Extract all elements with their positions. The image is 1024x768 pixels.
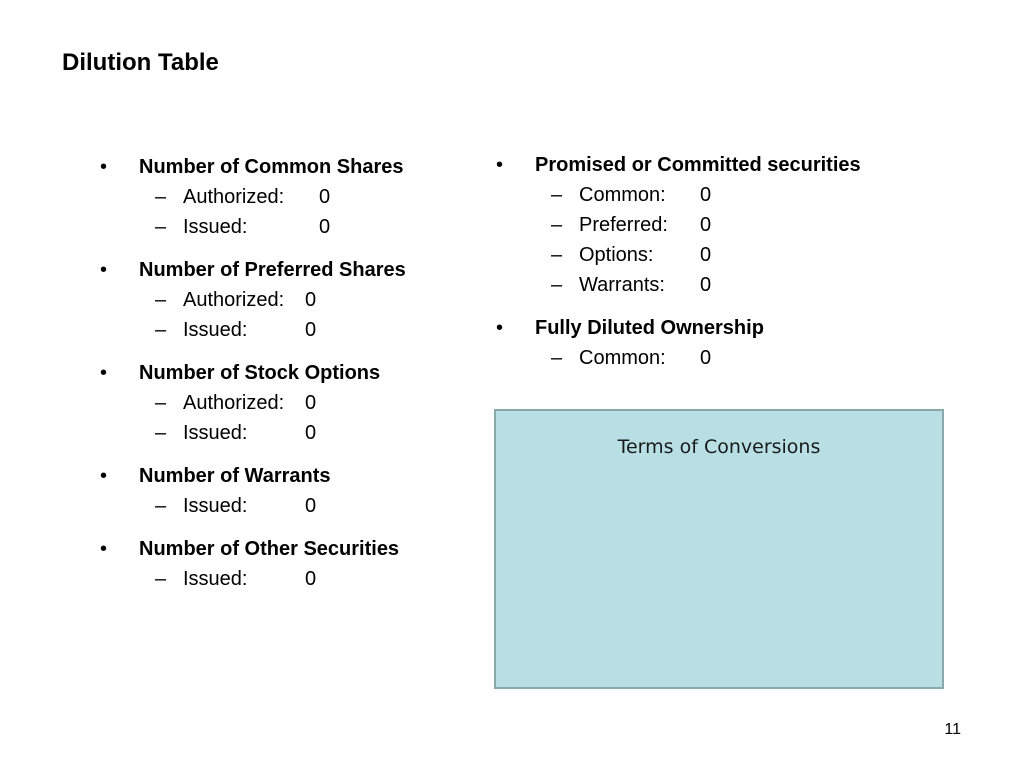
bullet-item: • Fully Diluted Ownership: [496, 313, 861, 343]
sub-item-value: 0: [700, 347, 712, 369]
sub-item-value: 0: [700, 214, 712, 236]
sub-item: – Common: 0: [496, 343, 861, 373]
sub-item-label: Issued:: [183, 495, 248, 517]
sub-item-value: 0: [700, 184, 712, 206]
sub-item: – Issued: 0: [100, 418, 406, 448]
other-securities-group: • Number of Other Securities – Issued: 0: [100, 534, 406, 594]
sub-item: – Authorized: 0: [100, 182, 406, 212]
fully-diluted-heading: Fully Diluted Ownership: [535, 317, 764, 339]
dash-icon: –: [551, 347, 563, 369]
sub-item: – Issued: 0: [100, 491, 406, 521]
sub-item: – Issued: 0: [100, 564, 406, 594]
sub-item: – Issued: 0: [100, 212, 406, 242]
dash-icon: –: [551, 274, 563, 296]
bullet-item: • Number of Common Shares: [100, 152, 406, 182]
sub-item-value: 0: [305, 289, 317, 311]
dash-icon: –: [155, 568, 167, 590]
common-shares-heading: Number of Common Shares: [139, 156, 404, 178]
bullet-icon: •: [100, 362, 108, 384]
dash-icon: –: [155, 319, 167, 341]
bullet-icon: •: [100, 259, 108, 281]
sub-item-label: Issued:: [183, 568, 248, 590]
sub-item: – Authorized: 0: [100, 285, 406, 315]
sub-item: – Issued: 0: [100, 315, 406, 345]
sub-item-value: 0: [305, 568, 317, 590]
bullet-item: • Promised or Committed securities: [496, 150, 861, 180]
dash-icon: –: [551, 244, 563, 266]
promised-securities-heading: Promised or Committed securities: [535, 154, 861, 176]
sub-item-value: 0: [319, 216, 331, 238]
sub-item-label: Common:: [579, 184, 666, 206]
other-securities-heading: Number of Other Securities: [139, 538, 400, 560]
fully-diluted-group: • Fully Diluted Ownership – Common: 0: [496, 313, 861, 373]
sub-item-label: Options:: [579, 244, 654, 266]
terms-of-conversions-label: Terms of Conversions: [617, 436, 821, 458]
dash-icon: –: [155, 289, 167, 311]
left-column: • Number of Common Shares – Authorized: …: [100, 152, 406, 607]
slide-title: Dilution Table: [62, 49, 219, 76]
bullet-icon: •: [100, 156, 108, 178]
dash-icon: –: [155, 495, 167, 517]
bullet-item: • Number of Other Securities: [100, 534, 406, 564]
sub-item: – Common: 0: [496, 180, 861, 210]
sub-item-label: Common:: [579, 347, 666, 369]
sub-item-value: 0: [305, 495, 317, 517]
preferred-shares-heading: Number of Preferred Shares: [139, 259, 406, 281]
dash-icon: –: [155, 186, 167, 208]
stock-options-group: • Number of Stock Options – Authorized: …: [100, 358, 406, 448]
warrants-group: • Number of Warrants – Issued: 0: [100, 461, 406, 521]
sub-item: – Authorized: 0: [100, 388, 406, 418]
dash-icon: –: [551, 214, 563, 236]
dash-icon: –: [551, 184, 563, 206]
page-number: 11: [944, 721, 961, 738]
right-column: • Promised or Committed securities – Com…: [496, 150, 861, 386]
sub-item-value: 0: [700, 244, 712, 266]
common-shares-group: • Number of Common Shares – Authorized: …: [100, 152, 406, 242]
bullet-icon: •: [100, 465, 108, 487]
sub-item-value: 0: [305, 392, 317, 414]
sub-item-label: Authorized:: [183, 186, 285, 208]
preferred-shares-group: • Number of Preferred Shares – Authorize…: [100, 255, 406, 345]
bullet-item: • Number of Preferred Shares: [100, 255, 406, 285]
stock-options-heading: Number of Stock Options: [139, 362, 381, 384]
sub-item-value: 0: [700, 274, 712, 296]
sub-item: – Warrants: 0: [496, 270, 861, 300]
terms-of-conversions-box: Terms of Conversions: [494, 409, 944, 689]
sub-item-label: Issued:: [183, 422, 248, 444]
bullet-item: • Number of Stock Options: [100, 358, 406, 388]
sub-item: – Options: 0: [496, 240, 861, 270]
dash-icon: –: [155, 216, 167, 238]
sub-item-value: 0: [305, 422, 317, 444]
bullet-icon: •: [496, 317, 504, 339]
sub-item-label: Issued:: [183, 216, 248, 238]
dash-icon: –: [155, 422, 167, 444]
sub-item-label: Preferred:: [579, 214, 668, 236]
sub-item-label: Issued:: [183, 319, 248, 341]
bullet-item: • Number of Warrants: [100, 461, 406, 491]
sub-item-label: Warrants:: [579, 274, 665, 296]
dash-icon: –: [155, 392, 167, 414]
warrants-heading: Number of Warrants: [139, 465, 331, 487]
sub-item-value: 0: [305, 319, 317, 341]
sub-item-label: Authorized:: [183, 392, 285, 414]
sub-item: – Preferred: 0: [496, 210, 861, 240]
promised-securities-group: • Promised or Committed securities – Com…: [496, 150, 861, 300]
sub-item-value: 0: [319, 186, 331, 208]
bullet-icon: •: [100, 538, 108, 560]
bullet-icon: •: [496, 154, 504, 176]
sub-item-label: Authorized:: [183, 289, 285, 311]
